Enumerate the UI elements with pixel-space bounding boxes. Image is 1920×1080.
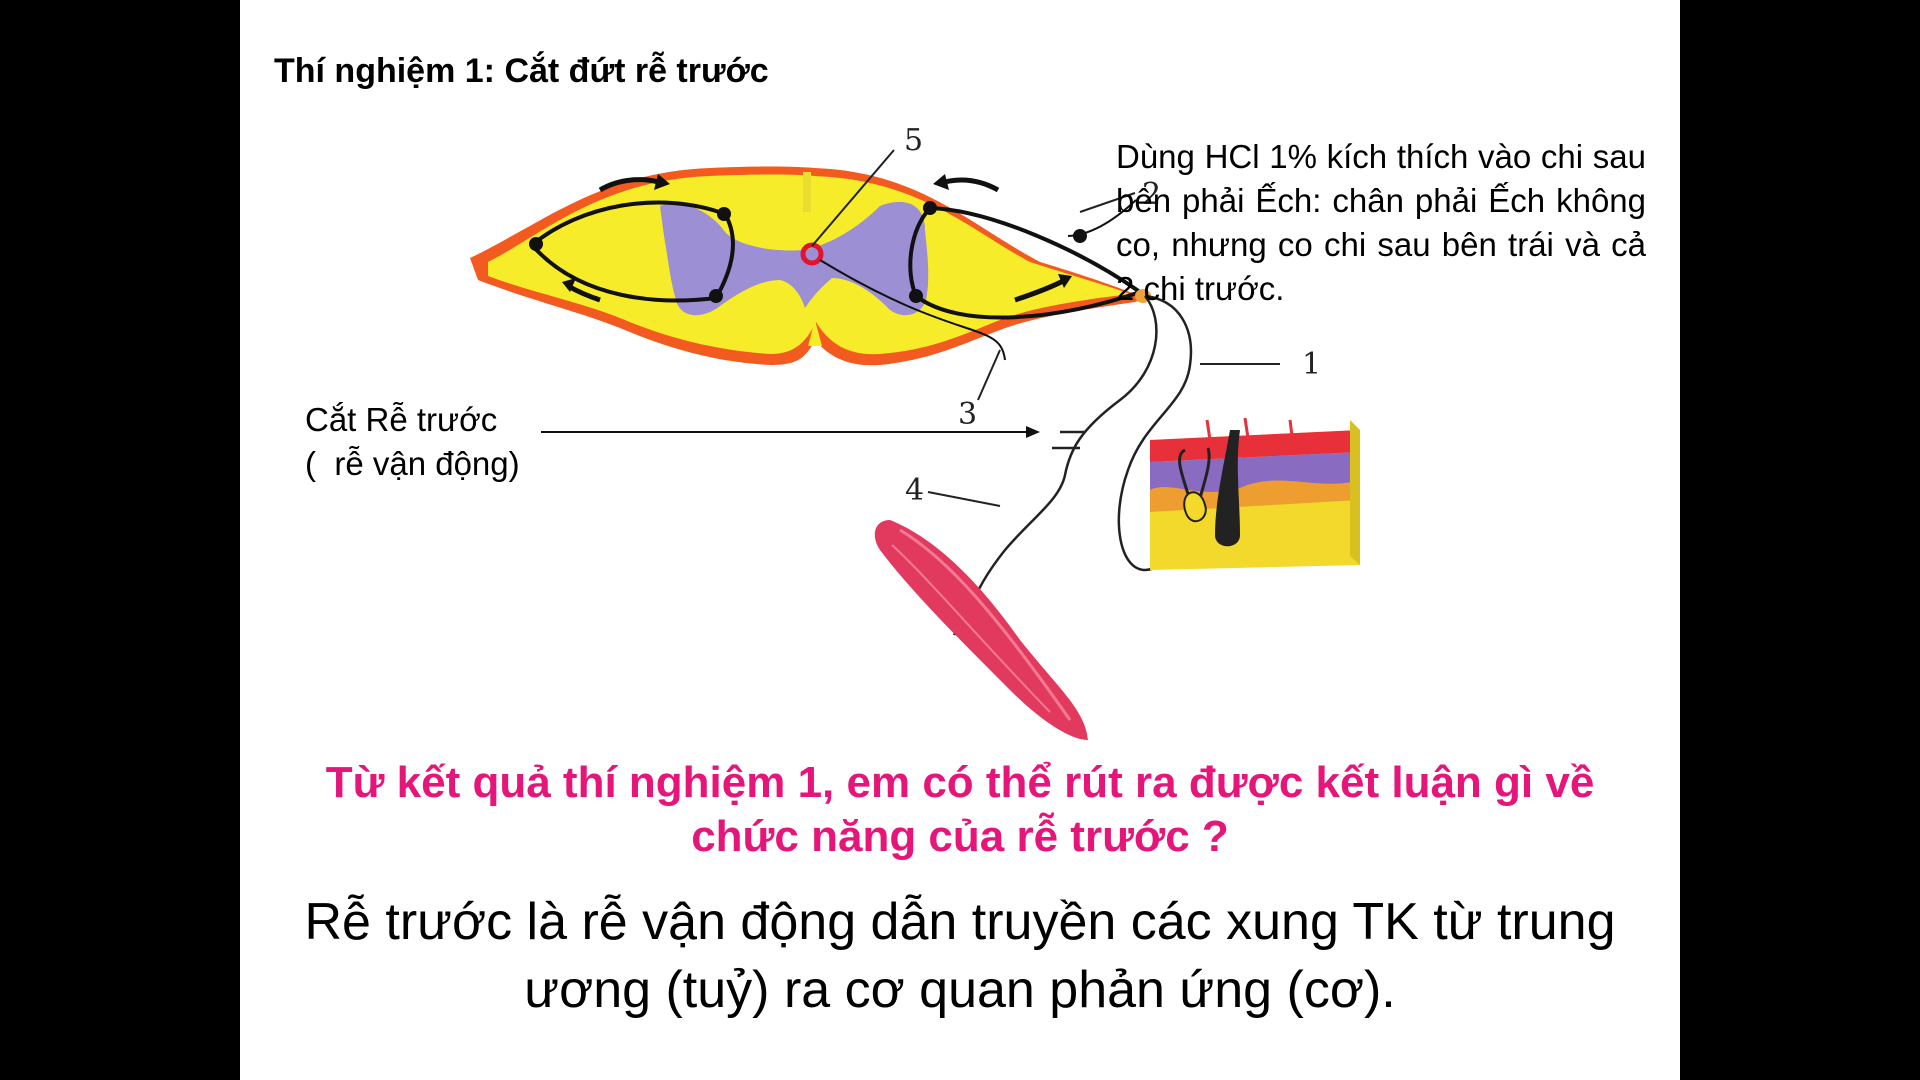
cut-mark (1052, 430, 1085, 450)
neuron-bodies (529, 201, 1087, 303)
slide: Thí nghiệm 1: Cắt đứt rễ trước (240, 0, 1680, 1080)
spinal-cord-section (470, 166, 1145, 366)
cut-anterior-root-label: Cắt Rễ trước ( rễ vận động) (305, 401, 520, 482)
label-leader-lines (811, 149, 1280, 507)
experiment-description: Dùng HCl 1% kích thích vào chi sau bên p… (1116, 138, 1646, 307)
answer-text: Rễ trước là rễ vận động dẫn truyền các x… (304, 893, 1616, 1019)
reflex-pathways (530, 199, 1142, 361)
label-1: 1 (1302, 347, 1321, 382)
label-3: 3 (958, 397, 977, 432)
skin-block (1150, 417, 1360, 570)
motor-nerve (968, 295, 1158, 611)
label-5: 5 (904, 123, 923, 158)
cut-arrow (541, 426, 1040, 438)
label-4: 4 (905, 473, 924, 508)
muscle (874, 520, 1088, 740)
label-2: 2 (1142, 177, 1161, 212)
reflex-arc-diagram: 5 2 1 3 4 (470, 123, 1360, 740)
question-text: Từ kết quả thí nghiệm 1, em có thể rút r… (325, 758, 1595, 861)
grey-matter (660, 201, 929, 316)
slide-title: Thí nghiệm 1: Cắt đứt rễ trước (274, 52, 769, 90)
